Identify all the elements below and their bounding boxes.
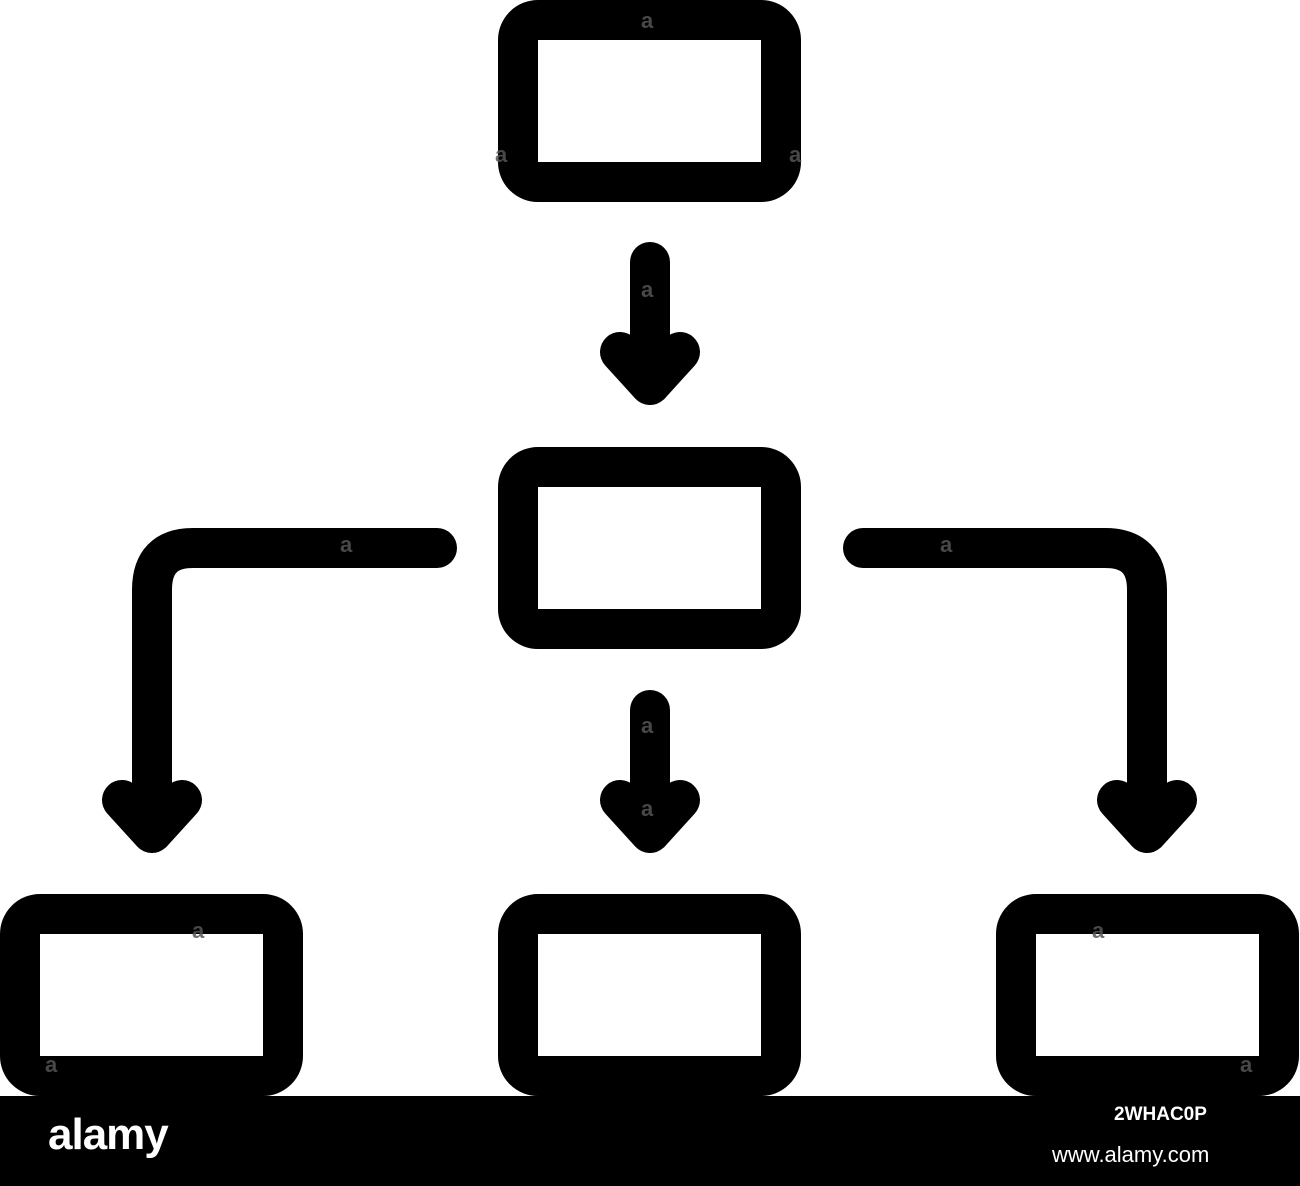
footer-bar: alamy 2WHAC0P www.alamy.com bbox=[0, 1096, 1300, 1186]
node-bottom-left bbox=[0, 894, 303, 1096]
node-top bbox=[498, 0, 801, 202]
arrow-top-to-middle bbox=[600, 242, 700, 405]
image-id: 2WHAC0P bbox=[1114, 1104, 1207, 1125]
node-middle bbox=[498, 447, 801, 649]
brand-logo: alamy bbox=[48, 1110, 169, 1159]
node-bottom-right bbox=[996, 894, 1299, 1096]
site-url: www.alamy.com bbox=[1052, 1142, 1210, 1167]
arrow-middle-to-bottom-left bbox=[102, 528, 457, 853]
arrow-middle-to-bottom-right bbox=[843, 528, 1197, 853]
arrow-middle-to-bottom-center bbox=[600, 690, 700, 853]
node-bottom-center bbox=[498, 894, 801, 1096]
